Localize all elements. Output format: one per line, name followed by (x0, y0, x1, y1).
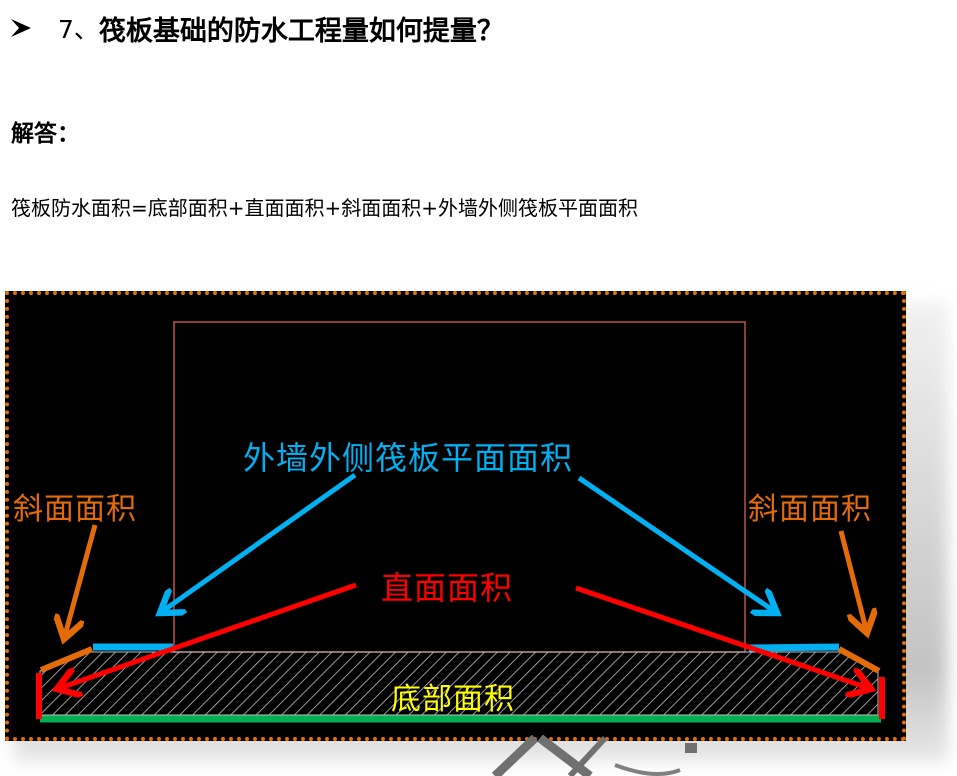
arrow-bullet-icon (11, 19, 31, 37)
question-heading: 7、 筏板基础的防水工程量如何提量？ (10, 10, 504, 47)
arrow-outer-left (160, 472, 357, 613)
arrow-slope-left (64, 524, 98, 639)
arrow-slope-right (838, 530, 867, 633)
question-number: 7、 (58, 15, 99, 44)
label-outer-wall-raft-plane: 外墙外侧筏板平面面积 (243, 439, 574, 477)
label-slope-right: 斜面面积 (748, 492, 872, 527)
outer-plane-right (748, 643, 840, 652)
arrow-vertical-left (57, 582, 357, 689)
question-text: 筏板基础的防水工程量如何提量？ (98, 15, 504, 47)
label-bottom: 底部面积 (391, 682, 515, 717)
slope-area-right (837, 646, 881, 674)
arrow-vertical-right (575, 585, 871, 689)
label-vertical: 直面面积 (381, 569, 514, 607)
label-slope-left: 斜面面积 (13, 492, 137, 527)
watermark-icon (491, 735, 697, 776)
formula-text: 筏板防水面积=底部面积+直面面积+斜面面积+外墙外侧筏板平面面积 (11, 196, 639, 220)
raft-waterproofing-diagram (5, 291, 906, 741)
diagram-drawing (36, 321, 885, 723)
slope-area-left (39, 646, 94, 673)
answer-label: 解答： (11, 121, 80, 147)
arrow-outer-right (577, 475, 777, 613)
